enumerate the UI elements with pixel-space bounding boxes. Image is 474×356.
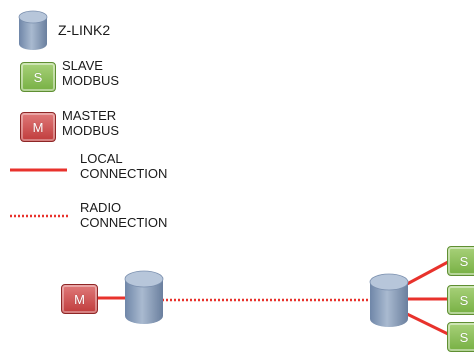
local-connection-slave-1 xyxy=(406,260,449,286)
slave-legend-label: SLAVE MODBUS xyxy=(62,58,120,88)
slave-legend-badge: S xyxy=(20,62,56,92)
slave-node-1: S xyxy=(447,246,474,276)
master-legend-badge: M xyxy=(20,112,56,142)
radio-connection-legend-line xyxy=(10,214,68,218)
zlink-legend-icon xyxy=(18,10,48,50)
zlink-node-right xyxy=(369,273,409,327)
zlink-legend-label: Z-LINK2 xyxy=(58,22,111,38)
radio-connection-legend-label: RADIO CONNECTION xyxy=(80,200,168,230)
slave-node-2: S xyxy=(447,285,474,315)
local-connection-slave-3 xyxy=(406,312,449,336)
master-node: M xyxy=(61,284,98,314)
zlink-node-left xyxy=(124,270,164,324)
local-connection-legend-line xyxy=(10,168,67,172)
slave-node-3: S xyxy=(447,322,474,352)
master-legend-label: MASTER MODBUS xyxy=(62,108,120,138)
local-connection-legend-label: LOCAL CONNECTION xyxy=(80,151,168,181)
